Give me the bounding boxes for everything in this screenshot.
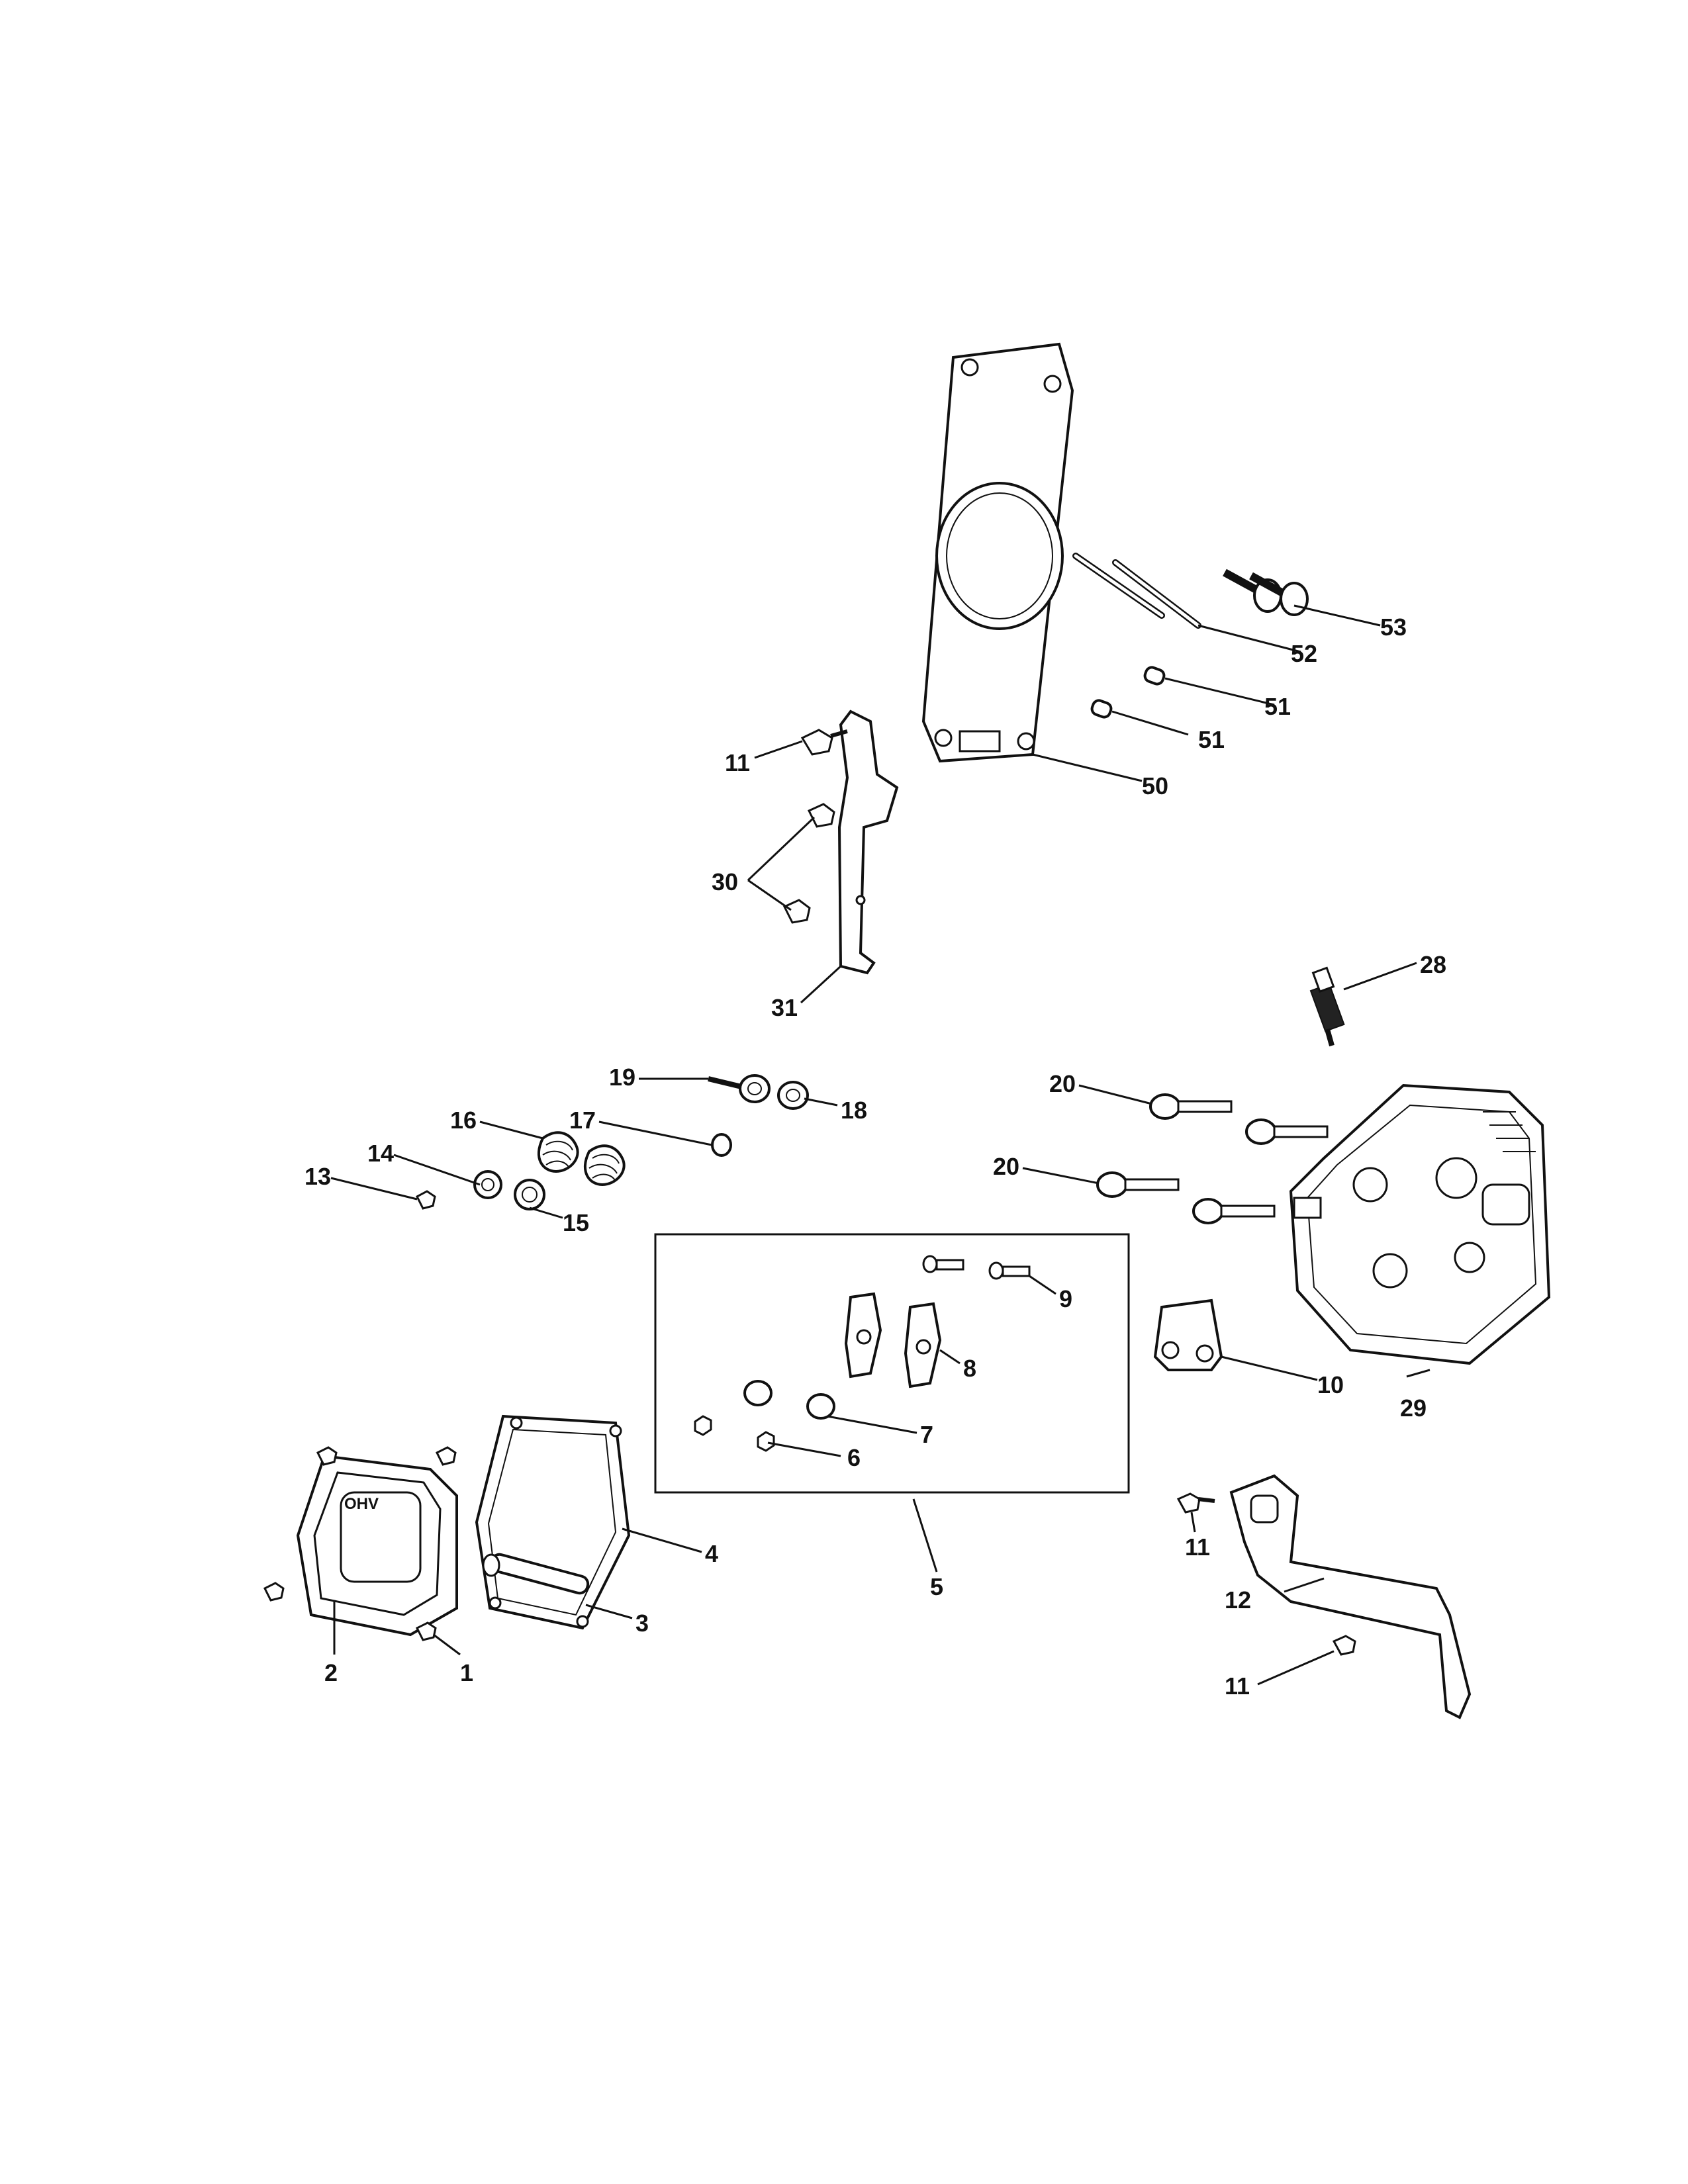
- spark-plug-drawing: [1309, 966, 1345, 1047]
- rocker-kit-box: [654, 1233, 1130, 1494]
- callout-2: 2: [324, 1659, 338, 1686]
- callout-4: 4: [705, 1540, 718, 1567]
- head-gasket-drawing: [921, 342, 1074, 763]
- callout-labels: 53 52 51 51 50 11 30 31 28 19 18 17 16 1…: [305, 614, 1446, 1700]
- callout-51-upper: 51: [1264, 693, 1291, 720]
- callout-30: 30: [712, 868, 738, 895]
- callout-1: 1: [460, 1659, 473, 1686]
- callout-29: 29: [1400, 1394, 1427, 1422]
- callout-53: 53: [1380, 614, 1407, 641]
- callout-8: 8: [963, 1355, 976, 1382]
- callout-20-lower: 20: [993, 1153, 1019, 1180]
- head-bolts-drawing: [1096, 1093, 1329, 1224]
- callout-31: 31: [771, 994, 798, 1021]
- plate-drawing: [1153, 1298, 1223, 1371]
- callout-10: 10: [1317, 1371, 1344, 1398]
- callout-11-top: 11: [725, 749, 750, 776]
- valves-drawing: [1223, 569, 1309, 616]
- valve-train-parts-drawing: [416, 1074, 809, 1210]
- callout-11-bottom: 11: [1225, 1672, 1250, 1700]
- callout-28: 28: [1420, 951, 1446, 978]
- callout-52: 52: [1291, 640, 1317, 667]
- bracket-drawing: [782, 709, 899, 975]
- callout-16: 16: [450, 1107, 477, 1134]
- callout-20-upper: 20: [1049, 1070, 1076, 1097]
- callout-7: 7: [920, 1421, 933, 1448]
- breather-tube-drawing: [482, 1553, 590, 1595]
- callout-14: 14: [367, 1140, 394, 1167]
- cylinder-head-drawing: [1289, 1083, 1551, 1365]
- callout-11-middle: 11: [1185, 1533, 1210, 1561]
- cover-marking: OHV: [344, 1495, 379, 1513]
- callout-51-lower: 51: [1198, 726, 1225, 753]
- callout-5: 5: [930, 1573, 943, 1600]
- callout-6: 6: [847, 1444, 861, 1471]
- callout-12: 12: [1225, 1586, 1251, 1614]
- callout-50: 50: [1142, 772, 1168, 799]
- valve-cover-drawing: OHV: [263, 1446, 458, 1641]
- rocker-kit-drawing: [694, 1255, 1031, 1452]
- lower-bracket-drawing: [1176, 1474, 1472, 1719]
- callout-3: 3: [635, 1610, 649, 1637]
- cover-gasket-drawing: [475, 1414, 631, 1630]
- leader-lines: [330, 604, 1430, 1686]
- callout-9: 9: [1059, 1285, 1072, 1312]
- callout-13: 13: [305, 1163, 331, 1190]
- callout-17: 17: [569, 1107, 596, 1134]
- callout-19: 19: [609, 1064, 635, 1091]
- callout-18: 18: [841, 1097, 867, 1124]
- push-rods-drawing: [1072, 553, 1201, 629]
- callout-15: 15: [563, 1209, 589, 1236]
- tappets-drawing: [1090, 666, 1166, 719]
